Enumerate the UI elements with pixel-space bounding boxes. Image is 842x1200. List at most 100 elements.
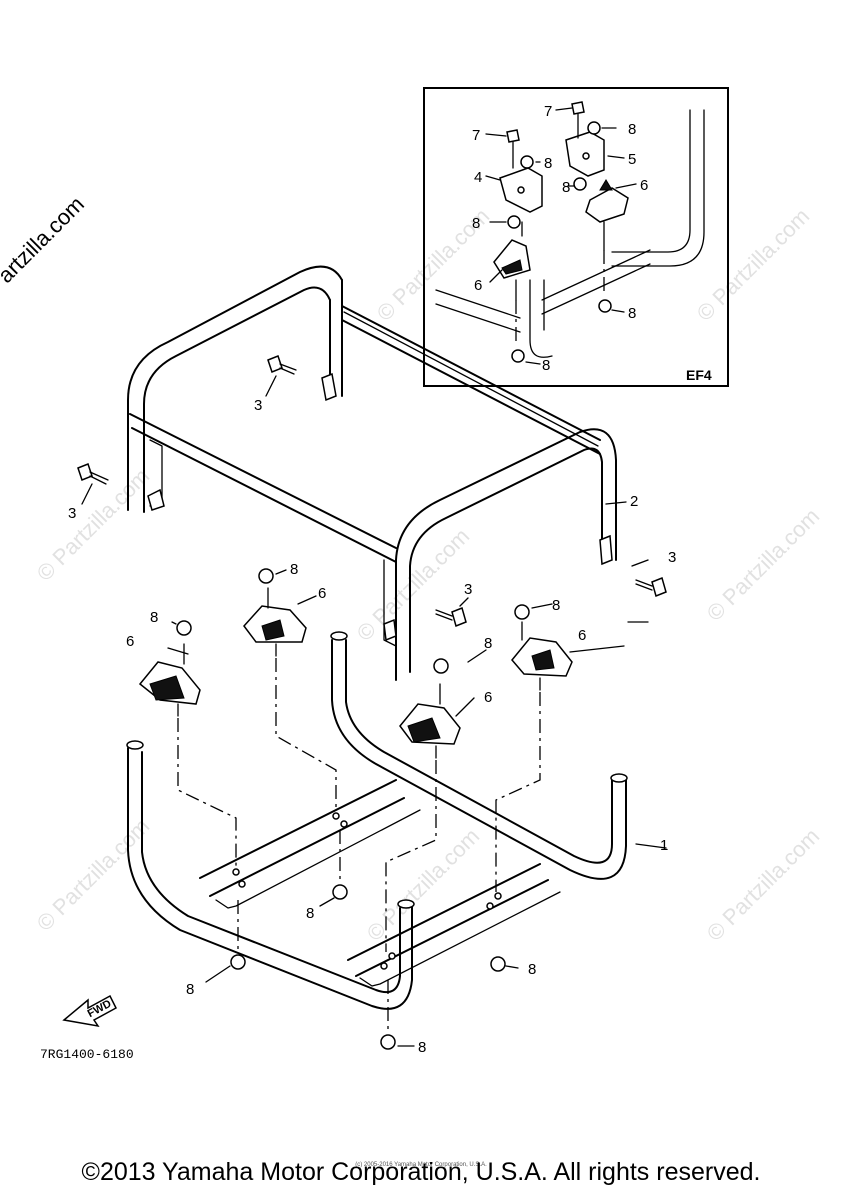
callout-8: 8 xyxy=(528,961,536,978)
callout-8: 8 xyxy=(186,981,194,998)
callout-1: 1 xyxy=(660,837,668,854)
callout-8: 8 xyxy=(484,635,492,652)
callout-8: 8 xyxy=(306,905,314,922)
watermark-tile: © Partzilla.com xyxy=(352,523,475,646)
tab xyxy=(321,372,337,402)
copyright-notice: ©2013 Yamaha Motor Corporation, U.S.A. A… xyxy=(81,1158,761,1186)
mount-hole xyxy=(486,902,494,910)
callout-8: 8 xyxy=(542,357,550,374)
inset-detail: 7 7 8 8 4 5 8 8 6 6 8 8 EF4 xyxy=(423,87,729,387)
tube xyxy=(329,279,343,397)
callout-8: 8 xyxy=(150,609,158,626)
bracket-hole xyxy=(517,186,525,194)
tube xyxy=(331,639,627,880)
tube xyxy=(345,639,613,864)
callout-6: 6 xyxy=(318,585,326,602)
rail xyxy=(199,779,405,897)
watermark-tiles: © Partzilla.com © Partzilla.com © Partzi… xyxy=(32,203,825,946)
fwd-arrow-shape xyxy=(62,994,117,1028)
mount-hole xyxy=(380,962,388,970)
bolt-3 xyxy=(77,463,109,485)
tube-end xyxy=(397,899,415,909)
nut-8 xyxy=(507,215,521,229)
bolt-3 xyxy=(267,355,297,375)
tab xyxy=(599,534,613,566)
bracket-hole xyxy=(582,152,590,160)
nut-8 xyxy=(514,604,530,620)
mount-6 xyxy=(399,683,461,759)
inset-rail xyxy=(435,249,651,333)
rail-lip xyxy=(343,311,599,447)
lower-frame-1 xyxy=(126,631,628,1010)
alignment-lines xyxy=(177,658,541,1034)
bolt-7 xyxy=(571,101,585,139)
watermark-tile: © Partzilla.com xyxy=(32,463,155,586)
mount-6 xyxy=(493,221,531,301)
mount-6 xyxy=(138,643,201,717)
callout-3: 3 xyxy=(668,549,676,566)
nut-8 xyxy=(258,568,274,584)
callout-8: 8 xyxy=(472,215,480,232)
inset-label: EF4 xyxy=(686,367,712,383)
mount-6 xyxy=(243,587,307,657)
nut-8 xyxy=(511,349,525,363)
tube xyxy=(127,747,413,1010)
nut-8 xyxy=(332,884,348,900)
callout-6: 6 xyxy=(484,689,492,706)
mount-6 xyxy=(511,621,573,691)
leader-lines xyxy=(81,375,667,1047)
rail xyxy=(341,305,601,455)
drawing-code: 7RG1400-6180 xyxy=(40,1047,134,1062)
watermark-tile: © Partzilla.com xyxy=(692,203,815,326)
mount-hole xyxy=(494,892,502,900)
rail xyxy=(129,413,397,563)
tab xyxy=(147,488,165,511)
mount-hole xyxy=(238,880,246,888)
tube xyxy=(127,265,343,511)
tube-end xyxy=(610,773,628,783)
inset-tube xyxy=(611,109,705,267)
callout-7: 7 xyxy=(544,103,552,120)
callout-8: 8 xyxy=(628,121,636,138)
tab xyxy=(383,618,397,642)
rail xyxy=(347,863,549,977)
inset-tube xyxy=(611,109,691,253)
nut-8 xyxy=(433,658,449,674)
nut-8 xyxy=(587,121,601,135)
mount-hole xyxy=(332,812,340,820)
watermark-tile: © Partzilla.com xyxy=(362,823,485,946)
callout-3: 3 xyxy=(254,397,262,414)
mount-6 xyxy=(585,179,629,251)
mount-hole xyxy=(340,820,348,828)
callout-6: 6 xyxy=(578,627,586,644)
upper-frame-2 xyxy=(127,265,617,681)
rail-lip xyxy=(215,809,421,909)
callout-6: 6 xyxy=(126,633,134,650)
tube xyxy=(141,751,401,994)
nut-8 xyxy=(573,177,587,191)
nut-8 xyxy=(380,1034,396,1050)
watermark-tile: © Partzilla.com xyxy=(32,813,155,936)
inset-frame xyxy=(423,87,729,387)
watermark-tile: © Partzilla.com xyxy=(702,823,825,946)
tube-end xyxy=(330,631,348,641)
callout-7: 7 xyxy=(472,127,480,144)
bolt-3 xyxy=(435,606,467,628)
rail-lip xyxy=(359,891,561,987)
fwd-arrow: FWD xyxy=(62,994,117,1028)
mount-hole xyxy=(388,952,396,960)
callout-8: 8 xyxy=(290,561,298,578)
nut-8 xyxy=(490,956,506,972)
leader-lines xyxy=(485,107,637,365)
nut-8 xyxy=(520,155,534,169)
nut-8 xyxy=(176,620,192,636)
small-copyright: (c) 2005-2016 Yamaha Motor Corporation, … xyxy=(355,1162,487,1168)
nut-8 xyxy=(230,954,246,970)
tube xyxy=(395,428,617,681)
mount-hole xyxy=(232,868,240,876)
callout-8: 8 xyxy=(628,305,636,322)
bolt-7 xyxy=(506,129,520,169)
callout-4: 4 xyxy=(474,169,482,186)
bolt-3 xyxy=(635,576,667,598)
